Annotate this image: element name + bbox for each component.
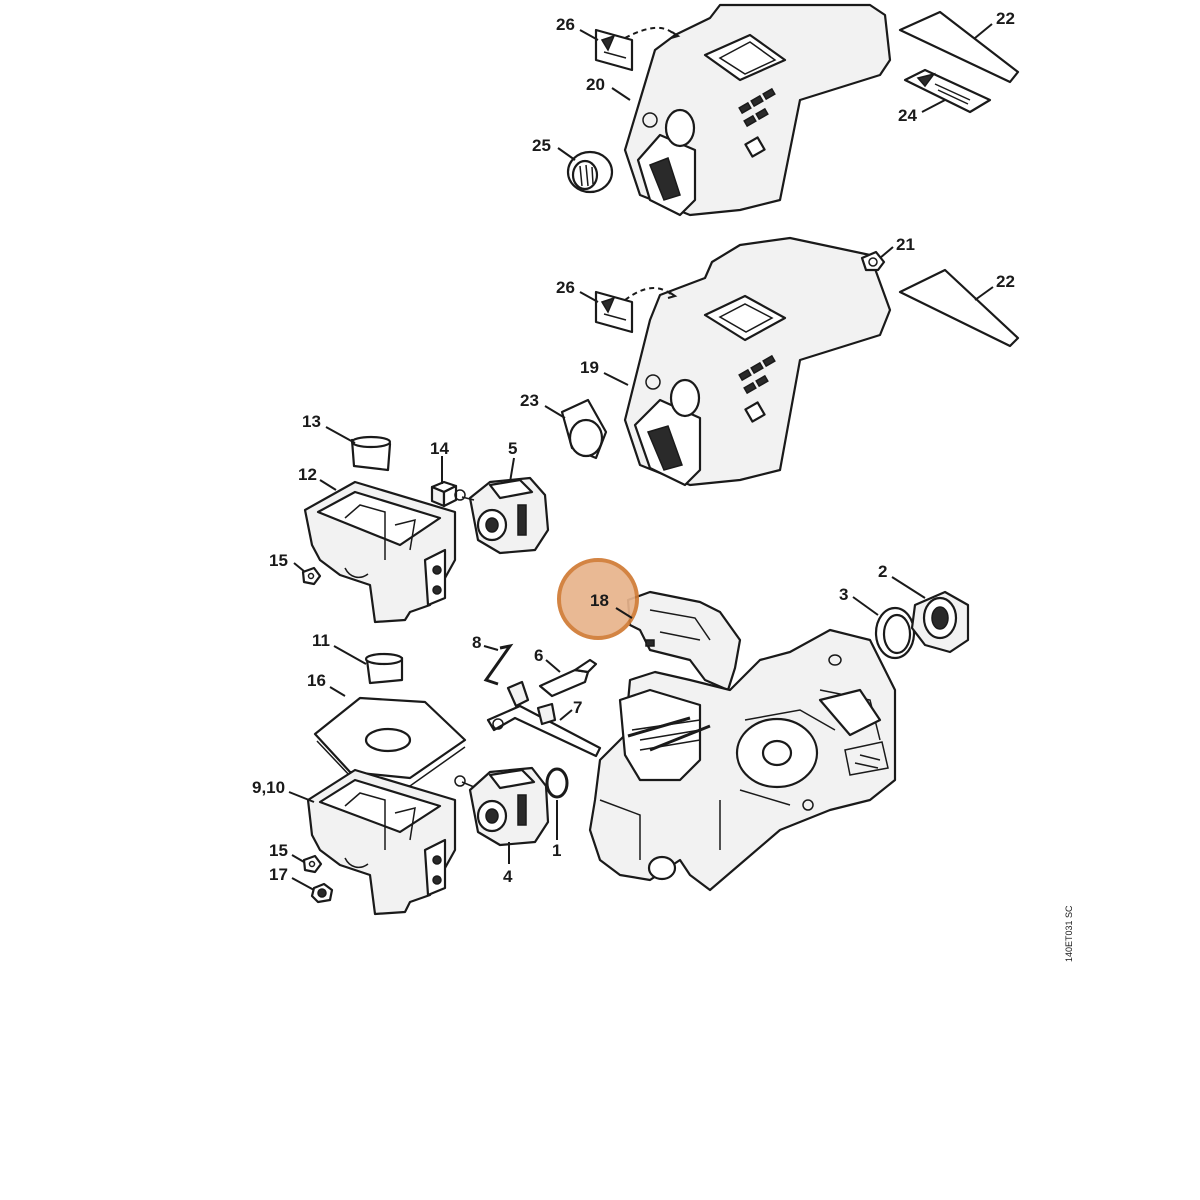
- air-filter-housing-12[interactable]: [303, 480, 457, 624]
- linkage-rod-8[interactable]: [483, 643, 514, 686]
- callout-13: 13: [302, 412, 321, 431]
- callout-1: 1: [552, 841, 561, 860]
- nut-15-lower[interactable]: [302, 854, 323, 874]
- callout-26-top: 26: [556, 15, 575, 34]
- carburetor-5[interactable]: [454, 476, 550, 555]
- callout-8: 8: [472, 633, 481, 652]
- highlight-marker-18: [557, 558, 639, 640]
- callout-15-upper: 15: [269, 551, 288, 570]
- callout-9-10: 9,10: [252, 778, 285, 797]
- callout-16: 16: [307, 671, 326, 690]
- sleeve-11[interactable]: [364, 652, 404, 685]
- air-filter-housing-9-10[interactable]: [306, 768, 457, 916]
- choke-knob-25[interactable]: [566, 150, 614, 194]
- label-strip-22-top[interactable]: [898, 10, 1020, 84]
- filter-plate-16[interactable]: [313, 696, 467, 787]
- callout-22-middle: 22: [996, 272, 1015, 291]
- callout-18: 18: [590, 591, 609, 610]
- reference-code: 140ET031 SC: [1064, 905, 1074, 962]
- nut-15-upper[interactable]: [301, 566, 322, 586]
- callout-25: 25: [532, 136, 551, 155]
- callout-20: 20: [586, 75, 605, 94]
- callout-21: 21: [896, 235, 915, 254]
- label-strip-22-middle[interactable]: [898, 268, 1020, 348]
- shaft-7[interactable]: [486, 680, 602, 758]
- warning-label-26-top[interactable]: [594, 26, 681, 72]
- sleeve-13[interactable]: [350, 435, 392, 472]
- intake-manifold-2[interactable]: [910, 590, 970, 654]
- callout-12: 12: [298, 465, 317, 484]
- nut-17[interactable]: [310, 882, 334, 904]
- callout-14: 14: [430, 439, 449, 458]
- carburetor-4[interactable]: [454, 766, 550, 847]
- callout-24: 24: [898, 106, 917, 125]
- callout-labels: 26 20 22 24 25 26 21 22 19 23 13 14 5 12…: [252, 9, 1015, 886]
- callout-7: 7: [573, 698, 582, 717]
- callout-15-lower: 15: [269, 841, 288, 860]
- callout-11: 11: [312, 631, 330, 650]
- callout-5: 5: [508, 439, 517, 458]
- callout-19: 19: [580, 358, 599, 377]
- knob-23[interactable]: [560, 398, 608, 460]
- shroud-cover-20[interactable]: [623, 3, 892, 217]
- callout-6: 6: [534, 646, 543, 665]
- crankcase-housing[interactable]: [588, 628, 897, 892]
- callout-3: 3: [839, 585, 848, 604]
- shroud-cover-19[interactable]: [623, 236, 892, 487]
- snap-ring-1[interactable]: [545, 767, 569, 799]
- warning-label-26-middle[interactable]: [594, 287, 678, 334]
- callout-4: 4: [503, 867, 513, 886]
- callout-22-top: 22: [996, 9, 1015, 28]
- callout-17: 17: [269, 865, 288, 884]
- filter-cube-14[interactable]: [430, 480, 458, 508]
- callout-26-middle: 26: [556, 278, 575, 297]
- callout-23: 23: [520, 391, 539, 410]
- callout-2: 2: [878, 562, 887, 581]
- screw-21[interactable]: [860, 250, 886, 272]
- leader-lines: [288, 23, 994, 891]
- label-24[interactable]: [903, 68, 992, 114]
- clamp-ring-3[interactable]: [874, 606, 916, 660]
- lever-6[interactable]: [538, 658, 598, 698]
